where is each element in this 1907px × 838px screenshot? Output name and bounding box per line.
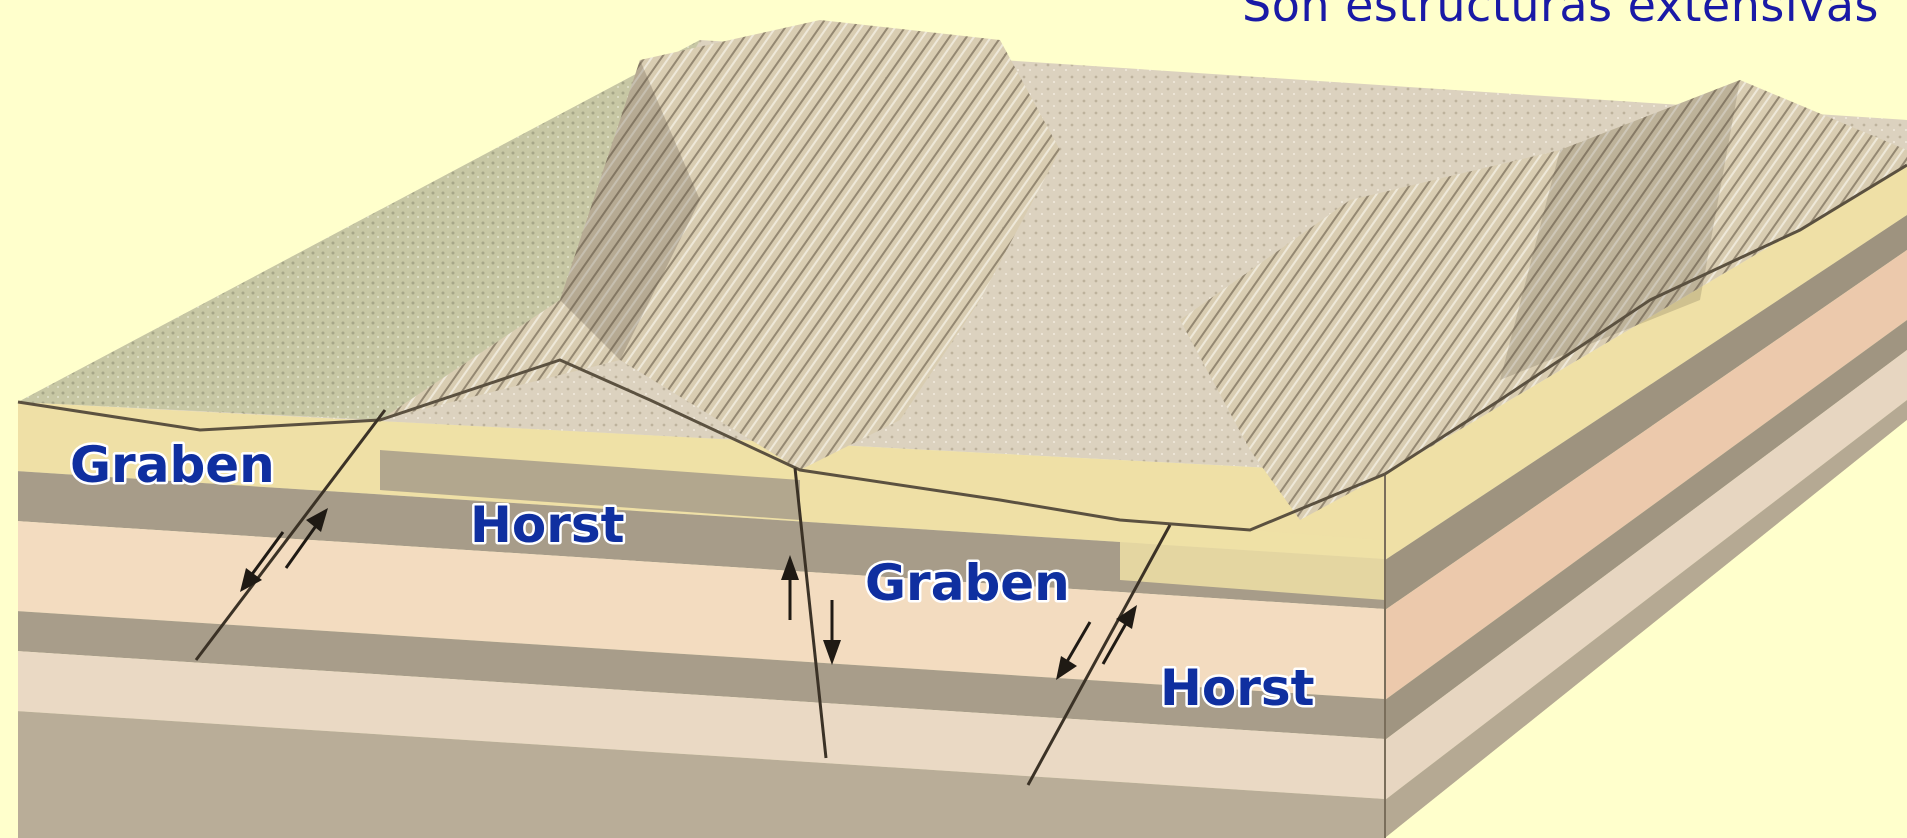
horst-label-left: Horst	[470, 496, 625, 554]
horst-label-right: Horst	[1160, 659, 1315, 717]
graben-label-left: Graben	[70, 436, 275, 494]
graben-label-center: Graben	[865, 554, 1070, 612]
